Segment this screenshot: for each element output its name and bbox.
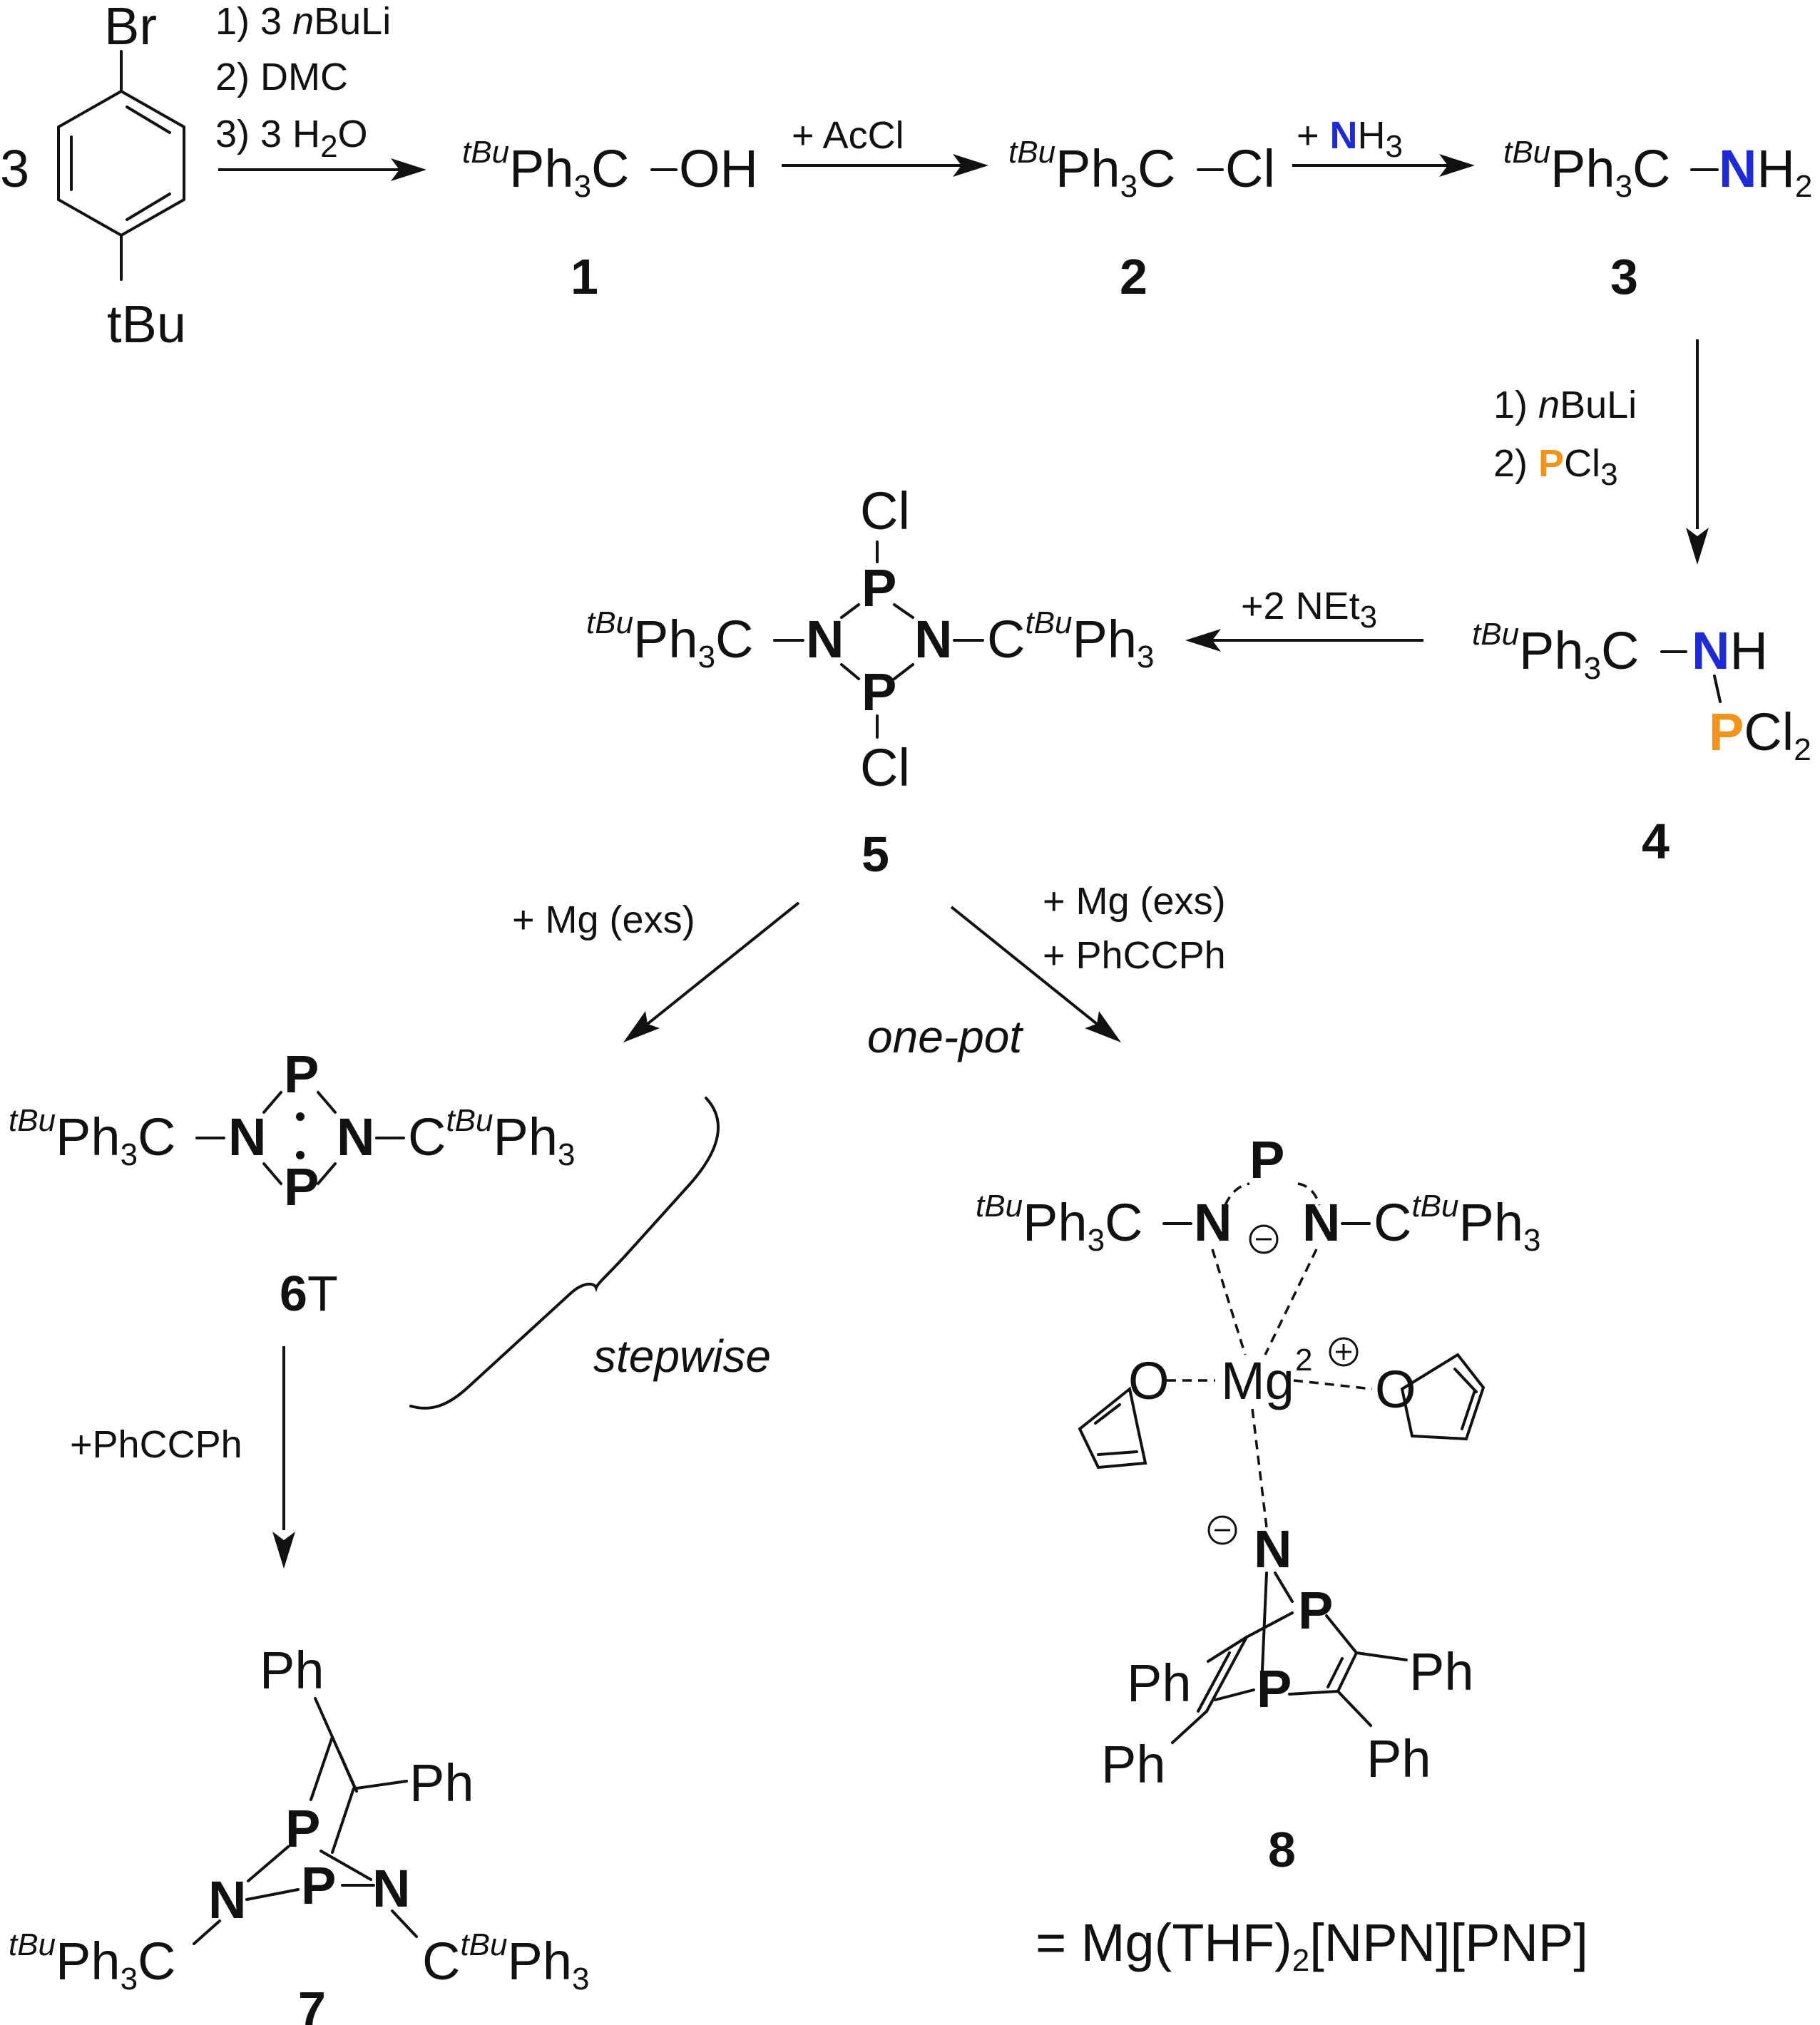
svg-text:N: N — [208, 1870, 246, 1929]
svg-text:tBuPh3C: tBuPh3C — [1503, 135, 1671, 204]
svg-text:3) 3 H2O: 3) 3 H2O — [215, 113, 368, 164]
compound-label-3: 3 — [1610, 249, 1638, 304]
compound-label-2: 2 — [1120, 249, 1147, 304]
compound-7: Ph Ph P P N N tBuPh3C CtBuPh3 7 — [9, 1641, 590, 2025]
stepwise-annotation: stepwise — [593, 1331, 771, 1382]
svg-text:CtBuPh3: CtBuPh3 — [408, 1103, 576, 1172]
compound-4: tBuPh3C NH PCl2 4 — [1472, 617, 1811, 869]
one-pot-annotation: one-pot — [867, 1011, 1023, 1062]
svg-text:Ph: Ph — [260, 1641, 324, 1700]
compound-label-4: 4 — [1642, 814, 1670, 869]
svg-text:CtBuPh3: CtBuPh3 — [987, 605, 1155, 675]
svg-text:2: 2 — [1295, 1343, 1312, 1378]
svg-text:Cl: Cl — [1225, 139, 1275, 198]
svg-text:tBuPh3C: tBuPh3C — [586, 605, 754, 675]
svg-text:Ph: Ph — [1409, 1642, 1474, 1701]
compound-label-7: 7 — [298, 1982, 326, 2025]
arrow-step5: +2 NEt3 — [1185, 585, 1423, 652]
svg-text:N: N — [1254, 1519, 1292, 1579]
reagent-magnesium: + Mg (exs) — [512, 898, 695, 941]
svg-text:O: O — [1128, 1351, 1170, 1410]
svg-text:N: N — [806, 610, 844, 669]
svg-text:N: N — [337, 1107, 374, 1167]
svg-text:O: O — [1375, 1360, 1416, 1419]
reagent-dmc: 2) DMC — [215, 56, 348, 98]
reagent-magnesium-2: + Mg (exs) — [1043, 880, 1226, 923]
tert-butyl-label: tBu — [107, 294, 186, 354]
compound-label-5: 5 — [862, 826, 889, 882]
arrow-step2: + AcCl — [782, 114, 988, 177]
compound-label-1: 1 — [571, 249, 598, 304]
arrow-step1: 1) 3 nBuLi 2) DMC 3) 3 H2O — [215, 0, 426, 181]
arrow-step7: + Mg (exs) + PhCCPh — [950, 880, 1226, 1042]
svg-text:P: P — [285, 1799, 320, 1858]
svg-text:Ph: Ph — [1127, 1654, 1192, 1713]
svg-text:N: N — [914, 610, 952, 669]
svg-text:Cl: Cl — [860, 738, 910, 797]
arrow-step8: +PhCCPh — [70, 1346, 295, 1569]
arrow-step4: 1) nBuLi 2) PCl3 — [1493, 339, 1709, 565]
svg-text:P: P — [862, 662, 896, 722]
svg-text:tBuPh3C: tBuPh3C — [9, 1103, 176, 1172]
svg-text:P: P — [862, 558, 896, 617]
svg-text:Cl: Cl — [860, 481, 910, 540]
svg-text:N: N — [228, 1107, 266, 1167]
svg-text:tBuPh3C: tBuPh3C — [462, 135, 630, 204]
bromo-label: Br — [104, 0, 157, 56]
svg-text:Ph: Ph — [1101, 1735, 1166, 1794]
reagent-diphenylacetylene-2: +PhCCPh — [70, 1423, 242, 1466]
svg-text:NH2: NH2 — [1719, 139, 1812, 204]
formula-8: = Mg(THF)2[NPN][PNP] — [1036, 1913, 1588, 1978]
compound-label-6T: 6T — [280, 1266, 338, 1321]
svg-text:OH: OH — [679, 139, 758, 198]
svg-text:1) 3 nBuLi: 1) 3 nBuLi — [215, 0, 391, 43]
svg-text:Ph: Ph — [409, 1753, 474, 1813]
coefficient: 3 — [0, 139, 29, 198]
reagent-diphenylacetylene: + PhCCPh — [1043, 934, 1226, 977]
reagent-acetyl-chloride: + AcCl — [792, 114, 904, 157]
compound-2: tBuPh3C Cl 2 — [1008, 135, 1275, 304]
svg-text:CtBuPh3: CtBuPh3 — [1374, 1189, 1541, 1258]
svg-text:1) nBuLi: 1) nBuLi — [1493, 384, 1637, 426]
svg-text:P: P — [1257, 1659, 1292, 1718]
svg-text:2) PCl3: 2) PCl3 — [1493, 442, 1618, 492]
svg-text:P: P — [284, 1045, 319, 1104]
svg-text:Mg: Mg — [1221, 1351, 1294, 1410]
svg-text:tBuPh3C: tBuPh3C — [976, 1189, 1143, 1258]
svg-text:PCl2: PCl2 — [1709, 702, 1811, 767]
svg-text:tBuPh3C: tBuPh3C — [1008, 135, 1176, 204]
start-aryl-bromide: 3 Br tBu — [0, 0, 186, 354]
compound-3: tBuPh3C NH2 3 — [1503, 135, 1812, 304]
arrow-step6: + Mg (exs) — [512, 898, 800, 1042]
svg-text:CtBuPh3: CtBuPh3 — [422, 1927, 590, 1996]
svg-text:Ph: Ph — [1366, 1729, 1431, 1788]
compound-label-8: 8 — [1268, 1822, 1296, 1877]
svg-text:+ NH3: + NH3 — [1297, 114, 1403, 164]
stepwise-brace: stepwise — [409, 1097, 771, 1410]
svg-text:N: N — [1302, 1193, 1340, 1252]
compound-5: Cl P P Cl tBuPh3C N N CtBuPh3 5 — [586, 481, 1155, 882]
svg-text:P: P — [301, 1856, 336, 1915]
svg-text:N: N — [372, 1859, 410, 1918]
svg-text:tBuPh3C: tBuPh3C — [9, 1927, 176, 1996]
svg-text:tBuPh3C: tBuPh3C — [1472, 617, 1640, 686]
compound-1: tBuPh3C OH 1 — [462, 135, 758, 304]
svg-text:NH: NH — [1692, 621, 1768, 680]
compound-6T: tBuPh3C N P P N CtBuPh3 6T — [9, 1045, 576, 1321]
svg-text:P: P — [284, 1157, 319, 1216]
arrow-step3: + NH3 — [1292, 114, 1475, 177]
svg-text:P: P — [1298, 1581, 1333, 1640]
compound-8: tBuPh3C N P N CtBuPh3 Mg 2 O O N P P — [976, 1130, 1588, 1978]
svg-text:+2 NEt3: +2 NEt3 — [1241, 585, 1377, 635]
svg-text:P: P — [1249, 1130, 1284, 1189]
